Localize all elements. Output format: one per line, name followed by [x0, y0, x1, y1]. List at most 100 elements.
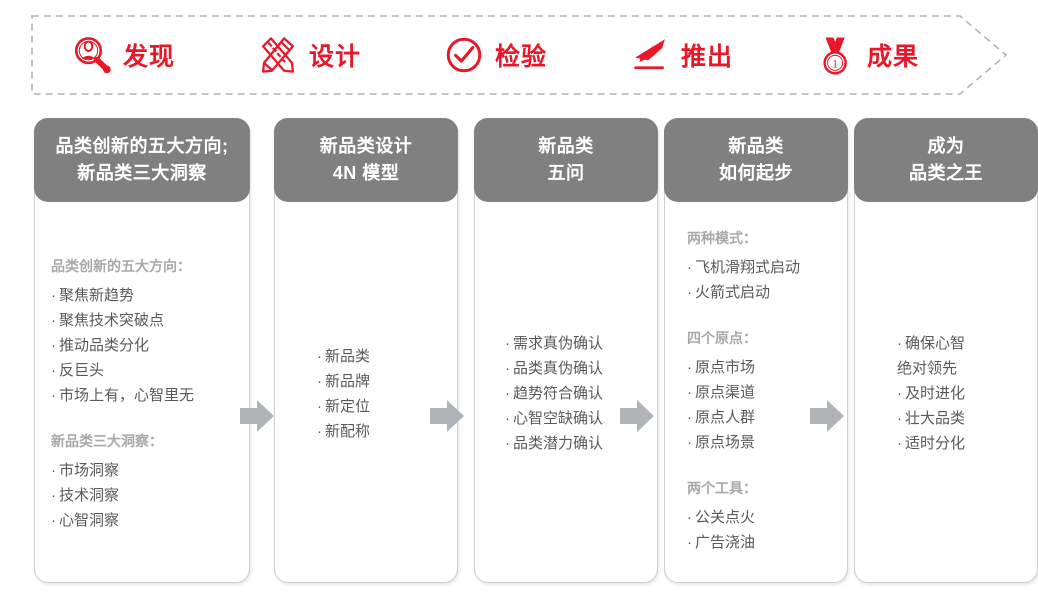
card-category-king[interactable]: 成为 品类之王 ·确保心智 绝对领先 ·及时进化 ·壮大品类 ·适时分化: [854, 118, 1038, 583]
airplane-takeoff-icon: [634, 39, 665, 70]
card-how-to-start[interactable]: 新品类 如何起步 两种模式： ·飞机滑翔式启动 ·火箭式启动 四个原点： ·原点…: [664, 118, 848, 583]
bullet-icon: ·: [687, 409, 692, 426]
stage-label: 发现: [122, 43, 175, 71]
bullet-icon: ·: [687, 284, 692, 301]
list-item: ·适时分化: [897, 435, 966, 452]
card-title-line: 如何起步: [719, 163, 793, 183]
stage-design[interactable]: 设计: [216, 34, 402, 76]
bullet-icon: ·: [51, 311, 56, 329]
card-title-line: 五问: [547, 163, 585, 183]
list-item: ·推动品类分化: [51, 336, 150, 354]
stage-label: 设计: [308, 43, 361, 71]
card-category-innovation[interactable]: 品类创新的五大方向; 新品类三大洞察 品类创新的五大方向： ·聚焦新趋势 ·聚焦…: [34, 118, 250, 583]
bullet-icon: ·: [897, 385, 902, 402]
card-body: ·需求真伪确认 ·品类真伪确认 ·趋势符合确认 ·心智空缺确认 ·品类潜力确认: [475, 203, 657, 584]
medal-icon: 1: [823, 37, 847, 75]
list-item: ·原点市场: [687, 359, 756, 376]
stage-label: 推出: [680, 43, 733, 71]
bullet-icon: ·: [317, 422, 322, 440]
list-item: ·市场洞察: [51, 461, 120, 479]
group-items: ·聚焦新趋势 ·聚焦技术突破点 ·推动品类分化 ·反巨头 ·市场上有，心智里无: [51, 283, 239, 408]
card-title-line: 品类创新的五大方向;: [55, 136, 229, 156]
connector-arrow-4: [810, 400, 844, 432]
banner-arrow-outline: [31, 15, 1008, 95]
bullet-icon: ·: [505, 385, 510, 402]
list-item: ·心智空缺确认: [505, 410, 604, 427]
card-title-line: 4N 模型: [332, 163, 400, 183]
list-item: ·新定位: [317, 397, 371, 415]
list-item: ·聚焦技术突破点: [51, 311, 165, 329]
card-4n-model[interactable]: 新品类设计 4N 模型 ·新品类 ·新品牌 ·新定位 ·新配称: [274, 118, 458, 583]
bullet-icon: ·: [687, 509, 692, 526]
stage-label: 成果: [866, 43, 919, 71]
stage-verify[interactable]: 检验: [402, 34, 588, 76]
bullet-icon: ·: [51, 361, 56, 379]
bullet-icon: ·: [687, 534, 692, 551]
card-title-line: 新品类: [538, 136, 594, 156]
connector-arrow-3: [620, 400, 654, 432]
bullet-icon: ·: [51, 336, 56, 354]
group-items: ·原点市场 ·原点渠道 ·原点人群 ·原点场景: [687, 355, 837, 455]
bullet-icon: ·: [897, 435, 902, 452]
bullet-icon: ·: [687, 359, 692, 376]
stage-cards-row: 品类创新的五大方向; 新品类三大洞察 品类创新的五大方向： ·聚焦新趋势 ·聚焦…: [0, 118, 1038, 588]
card-body: ·新品类 ·新品牌 ·新定位 ·新配称: [275, 203, 457, 584]
card-title-line: 新品类设计: [319, 136, 413, 156]
bullet-icon: ·: [505, 435, 510, 452]
list-item: ·聚焦新趋势: [51, 286, 135, 304]
card-header: 新品类 五问: [474, 118, 658, 202]
bullet-icon: ·: [897, 335, 902, 352]
group-items: ·市场洞察 ·技术洞察 ·心智洞察: [51, 458, 239, 533]
bullet-icon: ·: [317, 397, 322, 415]
list-item: ·新品牌: [317, 372, 371, 390]
list-item: ·需求真伪确认: [505, 335, 604, 352]
svg-text:1: 1: [832, 59, 838, 71]
card-group: 品类创新的五大方向： ·聚焦新趋势 ·聚焦技术突破点 ·推动品类分化 ·反巨头 …: [51, 255, 239, 408]
group-title: 新品类三大洞察：: [51, 432, 163, 449]
group-items: ·新品类 ·新品牌 ·新定位 ·新配称: [317, 344, 447, 444]
list-item: ·技术洞察: [51, 486, 120, 504]
stage-launch[interactable]: 推出: [588, 34, 774, 76]
card-group: 四个原点： ·原点市场 ·原点渠道 ·原点人群 ·原点场景: [687, 327, 837, 455]
bullet-icon: ·: [51, 511, 56, 529]
card-header: 新品类 如何起步: [664, 118, 848, 202]
list-item: ·趋势符合确认: [505, 385, 604, 402]
stage-result[interactable]: 1 成果: [774, 34, 960, 76]
bullet-icon: ·: [51, 286, 56, 304]
bullet-icon: ·: [687, 384, 692, 401]
group-items: ·飞机滑翔式启动 ·火箭式启动: [687, 255, 837, 305]
bullet-icon: ·: [317, 372, 322, 390]
card-title-line: 新品类三大洞察: [77, 163, 207, 183]
bullet-icon: ·: [505, 335, 510, 352]
card-group: ·需求真伪确认 ·品类真伪确认 ·趋势符合确认 ·心智空缺确认 ·品类潜力确认: [505, 331, 647, 456]
card-group: ·确保心智 绝对领先 ·及时进化 ·壮大品类 ·适时分化: [897, 331, 1027, 456]
pencil-ruler-icon: [261, 37, 294, 73]
bullet-icon: ·: [51, 386, 56, 404]
card-body: 两种模式： ·飞机滑翔式启动 ·火箭式启动 四个原点： ·原点市场 ·原点渠道 …: [665, 203, 847, 584]
check-circle-icon: [446, 37, 482, 73]
list-item: ·新配称: [317, 422, 371, 440]
magnifier-person-icon: [74, 37, 111, 74]
list-item: ·原点人群: [687, 409, 756, 426]
list-item: ·广告浇油: [687, 534, 756, 551]
card-body: ·确保心智 绝对领先 ·及时进化 ·壮大品类 ·适时分化: [855, 203, 1037, 584]
list-item: ·壮大品类: [897, 410, 966, 427]
list-item: ·心智洞察: [51, 511, 120, 529]
group-title: 品类创新的五大方向：: [51, 257, 191, 274]
stage-discover[interactable]: 发现: [30, 34, 216, 76]
bullet-icon: ·: [687, 259, 692, 276]
card-header: 新品类设计 4N 模型: [274, 118, 458, 202]
list-item: ·原点渠道: [687, 384, 756, 401]
group-title: 两个工具：: [687, 480, 757, 496]
stage-label: 检验: [494, 43, 547, 71]
bullet-icon: ·: [687, 434, 692, 451]
bullet-icon: ·: [505, 410, 510, 427]
connector-arrow-1: [240, 400, 274, 432]
group-items: ·需求真伪确认 ·品类真伪确认 ·趋势符合确认 ·心智空缺确认 ·品类潜力确认: [505, 331, 647, 456]
card-five-questions[interactable]: 新品类 五问 ·需求真伪确认 ·品类真伪确认 ·趋势符合确认 ·心智空缺确认 ·…: [474, 118, 658, 583]
card-header: 品类创新的五大方向; 新品类三大洞察: [34, 118, 250, 202]
bullet-icon: ·: [51, 461, 56, 479]
list-item: ·火箭式启动: [687, 284, 771, 301]
card-body: 品类创新的五大方向： ·聚焦新趋势 ·聚焦技术突破点 ·推动品类分化 ·反巨头 …: [35, 203, 249, 584]
bullet-icon: ·: [317, 347, 322, 365]
